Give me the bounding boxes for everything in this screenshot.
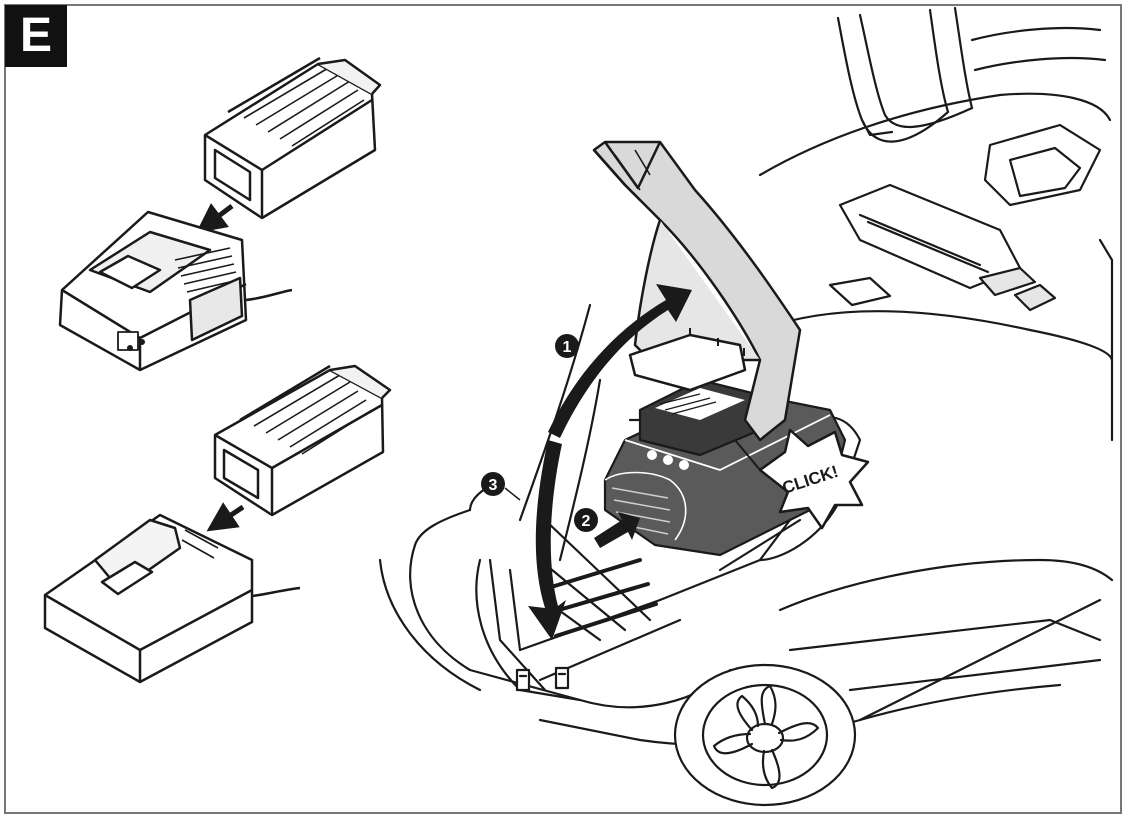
figure-frame (4, 4, 1122, 814)
step-marker-1: 1 (555, 334, 579, 358)
arrow-icon (196, 203, 234, 233)
lid-icon (592, 140, 802, 442)
charger-icon (43, 513, 301, 684)
figure-label: E (5, 5, 67, 67)
battery-icon (213, 364, 392, 517)
step-number: 2 (582, 513, 591, 530)
lawnmower-icon (378, 6, 1114, 807)
battery-icon (203, 56, 382, 220)
charger-icon (58, 210, 293, 372)
step-number: 1 (563, 339, 572, 356)
step-marker-2: 2 (574, 508, 598, 532)
step-marker-3: 3 (481, 472, 521, 501)
battery-icon (603, 378, 847, 557)
burst-icon: CLICK! (734, 428, 870, 530)
arrow-icon (206, 502, 245, 532)
step-number: 3 (489, 477, 498, 494)
arrow-icon (528, 284, 692, 640)
